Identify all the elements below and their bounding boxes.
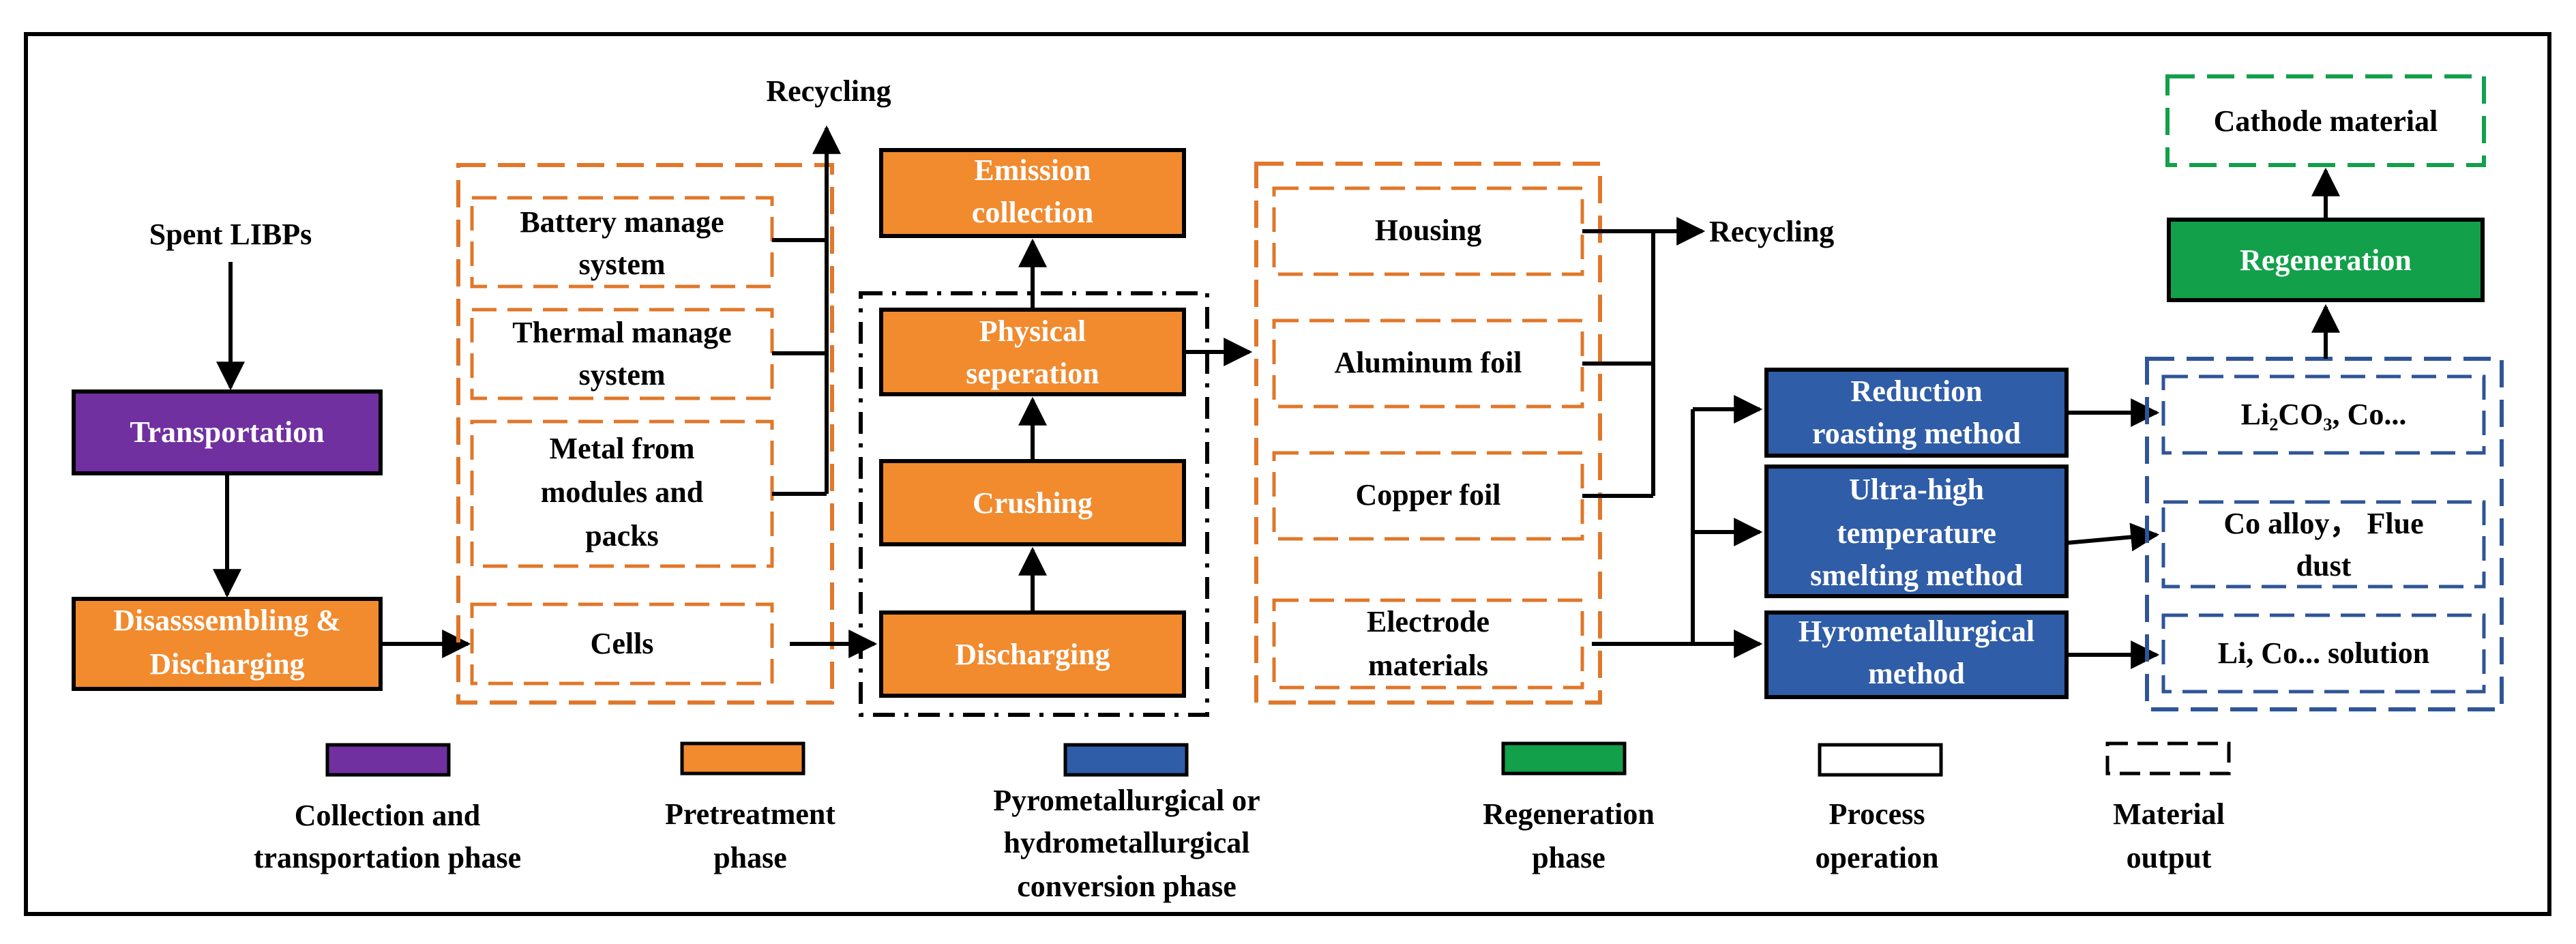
solution-output-box: Li, Co... solution <box>2161 613 2486 694</box>
metal-from-modules-box: Metal from modules and packs <box>470 419 774 568</box>
ultra-high-temperature-box: Ultra-high temperature smelting method <box>1764 464 2069 598</box>
discharging-box: Discharging <box>879 610 1186 698</box>
svg-text:Battery manage: Battery manage <box>520 205 724 239</box>
transportation-box: Transportation <box>72 389 383 475</box>
recycling-top-label: Recycling <box>766 74 891 108</box>
svg-text:output: output <box>2127 841 2212 874</box>
svg-text:Cells: Cells <box>591 627 654 660</box>
svg-text:Cathode material: Cathode material <box>2214 104 2438 138</box>
diagram-frame <box>24 32 2551 916</box>
svg-text:hydrometallurgical: hydrometallurgical <box>1004 826 1250 859</box>
spent-libps-label: Spent LIBPs <box>149 218 312 251</box>
svg-text:collection: collection <box>972 196 1093 229</box>
svg-text:temperature: temperature <box>1837 516 1996 550</box>
recycling-mid-label: Recycling <box>1709 215 1834 248</box>
svg-text:dust: dust <box>2296 549 2352 582</box>
svg-text:Li₂CO₃, Co...: Li₂CO₃, Co... <box>2241 398 2407 431</box>
svg-text:Electrode: Electrode <box>1367 605 1490 638</box>
svg-text:method: method <box>1868 657 1965 690</box>
svg-text:Housing: Housing <box>1375 213 1482 247</box>
pretreatment-group-frame <box>859 291 1209 717</box>
battery-manage-system-box: Battery manage system <box>470 196 774 289</box>
svg-text:Hyrometallurgical: Hyrometallurgical <box>1798 615 2034 648</box>
svg-text:materials: materials <box>1368 649 1488 682</box>
svg-text:Metal from: Metal from <box>550 432 695 465</box>
legend-regeneration: Regeneration phase <box>1483 741 1655 874</box>
svg-text:Collection and: Collection and <box>295 799 481 832</box>
svg-text:Transportation: Transportation <box>130 415 324 449</box>
legend-process: Process operation <box>1816 743 1943 874</box>
svg-text:system: system <box>578 358 665 392</box>
legend-conversion: Pyrometallurgical or hydrometallurgical … <box>993 743 1260 903</box>
svg-text:seperation: seperation <box>966 357 1099 390</box>
svg-text:Discharging: Discharging <box>955 638 1110 671</box>
emission-collection-box: Emission collection <box>879 148 1186 238</box>
housing-box: Housing <box>1272 186 1584 276</box>
svg-text:Li, Co... solution: Li, Co... solution <box>2218 636 2430 670</box>
svg-text:Material: Material <box>2113 797 2225 831</box>
reduction-roasting-box: Reduction roasting method <box>1764 368 2069 458</box>
li2co3-output-box: Li₂CO₃, Co... <box>2161 374 2486 455</box>
svg-text:Pyrometallurgical or: Pyrometallurgical or <box>993 784 1260 817</box>
co-alloy-output-box: Co alloy， Flue dust <box>2161 500 2486 589</box>
legend-material: Material output <box>2105 741 2231 874</box>
svg-text:Regeneration: Regeneration <box>1483 797 1655 831</box>
electrode-materials-box: Electrode materials <box>1272 598 1584 690</box>
crushing-box: Crushing <box>879 459 1186 546</box>
svg-text:Process: Process <box>1829 797 1925 831</box>
svg-text:phase: phase <box>713 841 787 874</box>
aluminum-foil-box: Aluminum foil <box>1272 319 1584 409</box>
cells-box: Cells <box>470 602 774 685</box>
svg-text:Disasssembling &: Disasssembling & <box>113 604 341 637</box>
svg-text:smelting method: smelting method <box>1810 559 2023 592</box>
svg-text:Aluminum foil: Aluminum foil <box>1334 346 1522 379</box>
materials-group-frame <box>1254 162 1602 705</box>
svg-text:packs: packs <box>585 519 659 552</box>
svg-text:operation: operation <box>1816 841 1939 874</box>
svg-text:system: system <box>578 248 665 281</box>
legend-collection: Collection and transportation phase <box>254 743 521 874</box>
hydrometallurgical-box: Hyrometallurgical method <box>1764 610 2069 699</box>
physical-separation-box: Physical seperation <box>879 308 1186 396</box>
svg-text:Co alloy， Flue: Co alloy， Flue <box>2223 507 2423 540</box>
svg-text:Discharging: Discharging <box>149 647 304 681</box>
svg-text:Crushing: Crushing <box>973 486 1093 520</box>
svg-text:Emission: Emission <box>974 153 1091 187</box>
svg-text:phase: phase <box>1532 841 1605 874</box>
svg-text:Ultra-high: Ultra-high <box>1849 473 1984 506</box>
cathode-material-box: Cathode material <box>2165 74 2486 167</box>
disassembling-box: Disasssembling & Discharging <box>72 597 383 691</box>
svg-text:Reduction: Reduction <box>1850 374 1982 408</box>
svg-text:Regeneration: Regeneration <box>2240 244 2412 277</box>
svg-text:Thermal manage: Thermal manage <box>512 316 731 349</box>
thermal-manage-system-box: Thermal manage system <box>470 308 774 400</box>
svg-text:modules and: modules and <box>541 475 703 509</box>
svg-text:transportation phase: transportation phase <box>254 841 521 874</box>
svg-text:Pretreatment: Pretreatment <box>665 797 835 831</box>
legend-pretreatment: Pretreatment phase <box>665 741 835 874</box>
svg-text:Physical: Physical <box>979 314 1086 348</box>
svg-text:roasting method: roasting method <box>1812 417 2021 450</box>
svg-text:conversion phase: conversion phase <box>1017 870 1236 903</box>
svg-text:Copper foil: Copper foil <box>1355 478 1500 512</box>
regeneration-box: Regeneration <box>2167 218 2485 302</box>
copper-foil-box: Copper foil <box>1272 451 1584 541</box>
components-group-frame <box>456 163 834 705</box>
